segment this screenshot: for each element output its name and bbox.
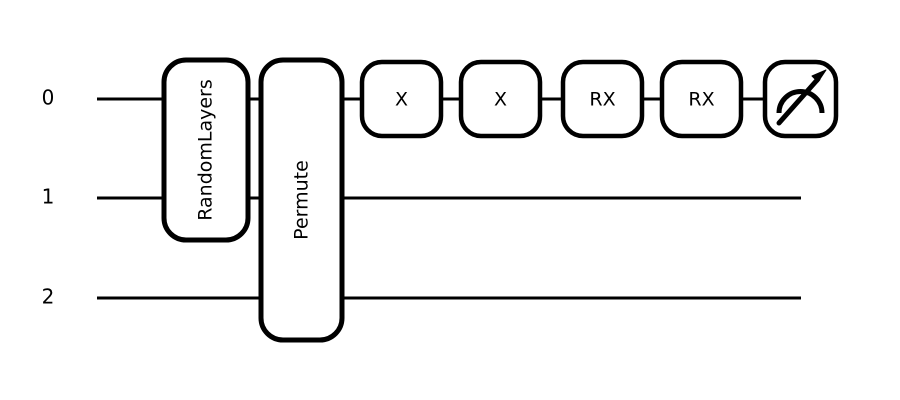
gate-measure[interactable] <box>762 59 839 139</box>
gate-rx-2-box[interactable] <box>659 59 744 139</box>
wire-label-0: 0 <box>42 86 55 110</box>
gate-x-1-box[interactable] <box>359 59 444 139</box>
gate-rx-1-label: RX <box>589 89 615 111</box>
gate-rx-1[interactable]: RX <box>560 59 645 139</box>
gate-randomlayers[interactable]: RandomLayers <box>161 57 251 243</box>
measurement-arrowhead-icon <box>811 69 827 83</box>
gate-x-2[interactable]: X <box>458 59 543 139</box>
gate-permute-label: Permute <box>291 160 313 240</box>
measurement-meter-icon <box>776 89 825 114</box>
wire-label-group: 0 1 2 <box>42 86 55 309</box>
gate-rx-2-label: RX <box>688 89 714 111</box>
gate-permute[interactable]: Permute <box>258 57 345 343</box>
gate-x-2-label: X <box>494 89 507 111</box>
wire-label-2: 2 <box>42 285 55 309</box>
gate-x-2-box[interactable] <box>458 59 543 139</box>
gate-x-1[interactable]: X <box>359 59 444 139</box>
gate-rx-1-box[interactable] <box>560 59 645 139</box>
gate-permute-box[interactable] <box>258 57 345 343</box>
gate-randomlayers-label: RandomLayers <box>195 79 217 221</box>
wire-label-1: 1 <box>42 185 55 209</box>
gate-x-1-label: X <box>395 89 408 111</box>
gate-randomlayers-box[interactable] <box>161 57 251 243</box>
gate-rx-2[interactable]: RX <box>659 59 744 139</box>
measurement-needle-icon <box>776 76 821 126</box>
